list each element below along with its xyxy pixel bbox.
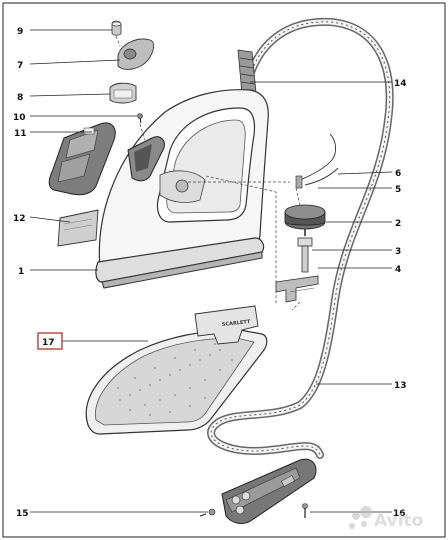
soleplate-brand-label: SCARLETT [222, 319, 252, 328]
watermark-text: Avito [374, 511, 423, 531]
leader-lines [29, 29, 393, 513]
small-screw [137, 113, 143, 124]
callout-13: 13 [394, 381, 407, 391]
callout-12: 12 [13, 214, 26, 224]
callout-17: 17 [42, 338, 55, 348]
callout-14: 14 [394, 79, 407, 89]
callout-4: 4 [395, 265, 401, 275]
power-cord [207, 17, 394, 459]
callout-9: 9 [17, 27, 23, 37]
watermark: Avito [349, 506, 423, 531]
callout-8: 8 [17, 93, 23, 103]
explosion-lines [115, 35, 301, 311]
plug-screw [199, 508, 216, 517]
spray-nozzle-cover [109, 82, 137, 104]
cord-strain-relief [237, 49, 257, 95]
thermostat-assembly [275, 237, 319, 303]
callout-7: 7 [17, 61, 23, 71]
power-plug-module [221, 458, 317, 524]
iron-body [95, 89, 269, 289]
rating-label [57, 209, 99, 247]
housing-screw [302, 503, 308, 518]
callout-5: 5 [395, 185, 401, 195]
soleplate-stand: SCARLETT [85, 305, 268, 435]
callout-11: 11 [14, 129, 27, 139]
handle-control-module [48, 122, 116, 196]
callout-1: 1 [18, 267, 24, 277]
thermal-fuse-wire [295, 133, 339, 189]
callout-15: 15 [16, 509, 29, 519]
callout-10: 10 [13, 113, 26, 123]
callout-16: 16 [393, 509, 406, 519]
steam-button [117, 38, 155, 70]
callout-6: 6 [395, 169, 401, 179]
spray-cap [111, 20, 122, 36]
callout-2: 2 [395, 219, 401, 229]
callout-3: 3 [395, 247, 401, 257]
highlight-box-17 [37, 332, 63, 350]
thermostat-knob [284, 204, 326, 236]
